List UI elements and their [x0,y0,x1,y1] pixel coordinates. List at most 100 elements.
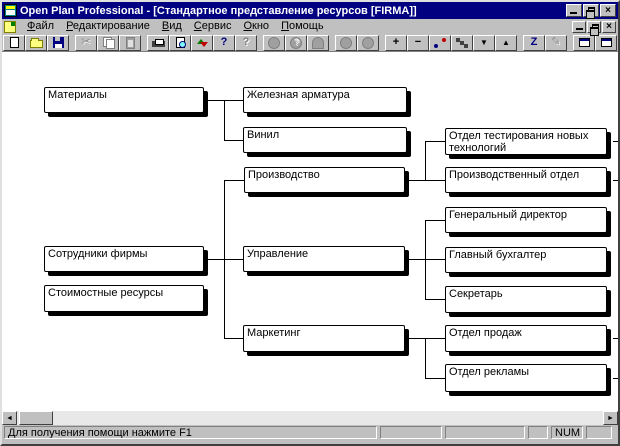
connector-stub [613,338,618,339]
tree-node[interactable]: Управление [243,246,405,272]
z-icon: Z [530,36,538,48]
context-help-button[interactable]: ? [235,34,257,51]
scroll-right-button[interactable]: ► [603,411,618,425]
window-icon [600,38,612,47]
help-button[interactable]: ? [213,34,235,51]
paste-clipboard-icon [125,36,135,49]
minimize-icon [576,27,583,30]
arch-icon [312,36,324,49]
copy-icon [102,37,115,49]
connector-line [224,180,225,338]
tree-node[interactable]: Генеральный директор [445,207,607,233]
move-up-button[interactable]: ▲ [495,34,517,51]
tree-node[interactable]: Отдел продаж [445,325,607,352]
connector-line [425,220,426,299]
tree-node[interactable]: Отдел рекламы [445,364,607,392]
menu-service[interactable]: Сервис [193,20,232,32]
close-button[interactable]: × [600,4,616,17]
shape-arch-button[interactable] [307,34,329,51]
tree-node[interactable]: Отдел тестирования новых технологий [445,128,607,155]
child-close-button[interactable]: × [602,20,616,33]
scrollbar-track[interactable] [53,411,603,425]
window-title: Open Plan Professional - [Стандартное пр… [20,4,417,17]
circle-icon [362,36,374,49]
exchange-button[interactable] [191,34,213,51]
connector-line [405,180,445,181]
connector-line [204,259,243,260]
document-icon[interactable] [4,20,16,33]
child-restore-button[interactable] [587,20,601,36]
status-panel [586,426,612,439]
menu-file[interactable]: Файл [27,20,55,32]
tree-node[interactable]: Секретарь [445,286,607,313]
num-lock-indicator: NUM [551,426,583,439]
outline-button[interactable] [451,34,473,51]
scroll-left-button[interactable]: ◄ [2,411,17,425]
toolbar: ✂ ? ? + − ▼ ▲ Z ✎ [2,34,618,52]
connector-line [224,140,243,141]
connector-line [204,100,243,101]
save-button[interactable] [47,34,69,51]
steps-icon [456,37,468,48]
restore-button[interactable] [583,4,599,19]
close-icon: × [606,20,612,32]
right-arrow-icon: ► [607,414,614,422]
resource-tree-canvas: Материалы Железная арматура Винил Произв… [2,52,618,411]
tree-node[interactable]: Производственный отдел [445,167,607,193]
cut-button[interactable]: ✂ [75,34,97,51]
link-dots-icon [434,37,446,48]
menu-window[interactable]: Окно [243,20,270,32]
add-button[interactable]: + [385,34,407,51]
tree-node[interactable]: Производство [244,167,405,193]
node-circle-button-2[interactable] [357,34,379,51]
link-button[interactable] [429,34,451,51]
scrollbar-thumb[interactable] [19,411,53,425]
down-arrow-icon: ▼ [480,37,488,47]
shape-circle-help-button[interactable] [285,34,307,51]
paste-button[interactable] [119,34,141,51]
print-button[interactable] [147,34,169,51]
tree-node[interactable]: Маркетинг [243,325,405,352]
menu-view[interactable]: Вид [161,20,182,32]
status-panel [445,426,525,439]
window-cascade-button[interactable] [573,34,595,51]
tree-node[interactable]: Сотрудники фирмы [44,246,204,272]
tree-node[interactable]: Главный бухгалтер [445,247,607,273]
restore-icon [590,23,599,36]
connector-line [224,100,225,140]
window-icon [578,38,590,47]
left-arrow-icon: ◄ [6,414,13,422]
child-minimize-button[interactable] [572,20,586,33]
remove-button[interactable]: − [407,34,429,51]
up-arrow-icon: ▲ [502,37,510,47]
menu-help[interactable]: Помощь [281,20,324,32]
save-floppy-icon [52,37,64,48]
shape-circle-button[interactable] [263,34,285,51]
print-preview-icon [175,37,186,48]
connector-line [425,299,445,300]
connector-line [425,338,426,378]
new-button[interactable] [3,34,25,51]
status-bar: Для получения помощи нажмите F1 NUM [2,425,618,440]
tree-node[interactable]: Материалы [44,87,204,113]
open-button[interactable] [25,34,47,51]
app-icon[interactable] [4,4,17,17]
sort-z-button[interactable]: Z [523,34,545,51]
print-preview-button[interactable] [169,34,191,51]
copy-button[interactable] [97,34,119,51]
tree-node[interactable]: Железная арматура [243,87,407,113]
status-panel [528,426,548,439]
minimize-button[interactable] [566,4,582,17]
connector-line [224,180,244,181]
menu-edit[interactable]: Редактирование [66,20,150,32]
tree-node[interactable]: Стоимостные ресурсы [44,285,204,312]
status-panel [380,426,442,439]
connector-stub [613,378,618,379]
exchange-arrows-icon [196,37,208,48]
move-down-button[interactable]: ▼ [473,34,495,51]
window-restore-button[interactable] [595,34,617,51]
tree-node[interactable]: Винил [243,127,407,153]
node-circle-button-1[interactable] [335,34,357,51]
script-button[interactable]: ✎ [545,34,567,51]
